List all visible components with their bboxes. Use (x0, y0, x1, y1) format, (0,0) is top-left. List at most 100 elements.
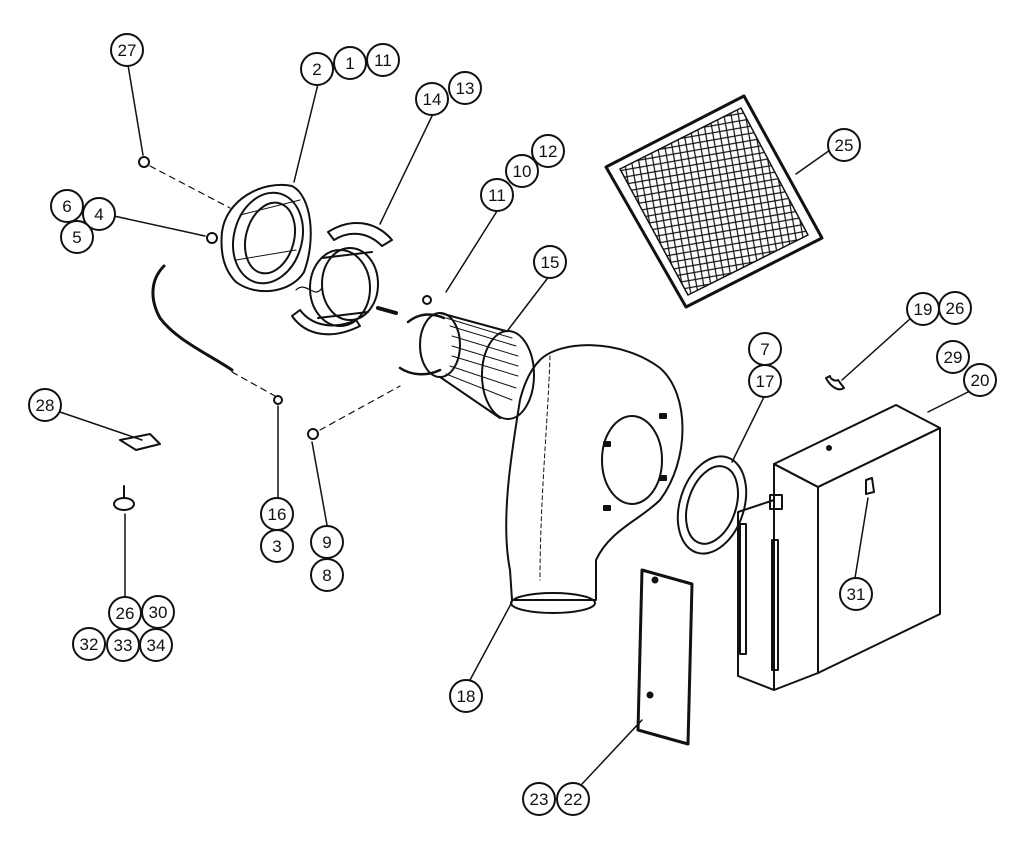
callout-label: 32 (80, 635, 99, 654)
callout-label: 26 (946, 299, 965, 318)
callout-c31: 31 (839, 577, 873, 611)
callout-c26b: 26 (108, 596, 142, 630)
callout-label: 10 (513, 162, 532, 181)
callout-c32: 32 (72, 627, 106, 661)
callout-label: 16 (268, 505, 287, 524)
callout-c7: 7 (748, 332, 782, 366)
callout-circle (139, 628, 173, 662)
callout-c34: 34 (139, 628, 173, 662)
cover-panel-23 (636, 568, 694, 746)
callout-c9: 9 (310, 525, 344, 559)
callout-circle (938, 291, 972, 325)
callout-circle (839, 577, 873, 611)
callout-circle (28, 388, 62, 422)
callout-c13: 13 (448, 71, 482, 105)
callout-label: 34 (147, 636, 166, 655)
screw-9 (307, 428, 319, 440)
callout-circle (963, 363, 997, 397)
callout-label: 2 (312, 60, 321, 79)
callout-circle (300, 52, 334, 86)
assembly-lines (149, 165, 401, 431)
callout-circle (533, 245, 567, 279)
callout-circle (141, 595, 175, 629)
callout-circle (60, 220, 94, 254)
callout-c17: 17 (748, 364, 782, 398)
callout-c28: 28 (28, 388, 62, 422)
motor-band-14 (327, 221, 393, 247)
callout-label: 20 (971, 371, 990, 390)
callout-c10: 10 (505, 154, 539, 188)
callout-c29: 29 (936, 340, 970, 374)
callout-circle (448, 71, 482, 105)
wire-harness (151, 264, 234, 372)
callout-c6: 6 (50, 189, 84, 223)
screw-26 (113, 497, 135, 511)
callout-circle (260, 529, 294, 563)
callout-label: 4 (94, 205, 103, 224)
callout-label: 25 (835, 136, 854, 155)
callout-circle (522, 782, 556, 816)
callout-label: 11 (488, 186, 506, 205)
gasket-17 (676, 455, 748, 555)
callout-circle (556, 782, 590, 816)
callout-c16: 16 (260, 497, 294, 531)
callout-label: 9 (322, 533, 331, 552)
callout-circle (333, 46, 367, 80)
callout-label: 7 (760, 340, 769, 359)
screw-16 (273, 395, 283, 405)
callout-label: 27 (118, 41, 137, 60)
callout-circle (505, 154, 539, 188)
callout-circle (415, 82, 449, 116)
callout-circle (449, 679, 483, 713)
leader-lines (59, 64, 969, 785)
callout-c30: 30 (141, 595, 175, 629)
callout-label: 19 (914, 300, 933, 319)
callout-circle (827, 128, 861, 162)
callout-label: 11 (374, 51, 392, 70)
callout-label: 22 (564, 790, 583, 809)
motor-mount-plate-2 (220, 183, 312, 293)
filter-25 (604, 94, 824, 309)
blower-motor (295, 247, 398, 327)
callout-c8: 8 (310, 558, 344, 592)
clip-19 (825, 375, 845, 391)
callout-label: 12 (539, 142, 558, 161)
callout-label: 6 (62, 197, 71, 216)
callout-c18: 18 (449, 679, 483, 713)
callout-circle (72, 627, 106, 661)
callout-c26a: 26 (938, 291, 972, 325)
screw-4 (206, 232, 218, 244)
callout-c19: 19 (906, 292, 940, 326)
duct-box-20 (737, 404, 941, 691)
callout-label: 31 (847, 585, 866, 604)
callout-label: 14 (423, 90, 442, 109)
callout-label: 5 (72, 228, 81, 247)
callout-c11b: 11 (480, 178, 514, 212)
callout-label: 26 (116, 604, 135, 623)
callout-label: 15 (541, 253, 560, 272)
callout-c2: 2 (300, 52, 334, 86)
callout-label: 33 (114, 636, 133, 655)
callout-c12: 12 (531, 134, 565, 168)
callout-c3: 3 (260, 529, 294, 563)
callout-circle (531, 134, 565, 168)
clip-31 (865, 477, 875, 495)
motor-band-13 (291, 309, 361, 336)
callout-circle (110, 33, 144, 67)
callout-label: 17 (756, 372, 775, 391)
callout-c14: 14 (415, 82, 449, 116)
clip-28 (119, 433, 161, 451)
blower-housing-18 (505, 344, 684, 614)
callout-label: 28 (36, 396, 55, 415)
callout-c4: 4 (82, 197, 116, 231)
callout-label: 8 (322, 566, 331, 585)
callout-circle (366, 43, 400, 77)
callout-c5: 5 (60, 220, 94, 254)
callout-circle (936, 340, 970, 374)
callout-label: 30 (149, 603, 168, 622)
callout-c15: 15 (533, 245, 567, 279)
callout-label: 3 (272, 537, 281, 556)
